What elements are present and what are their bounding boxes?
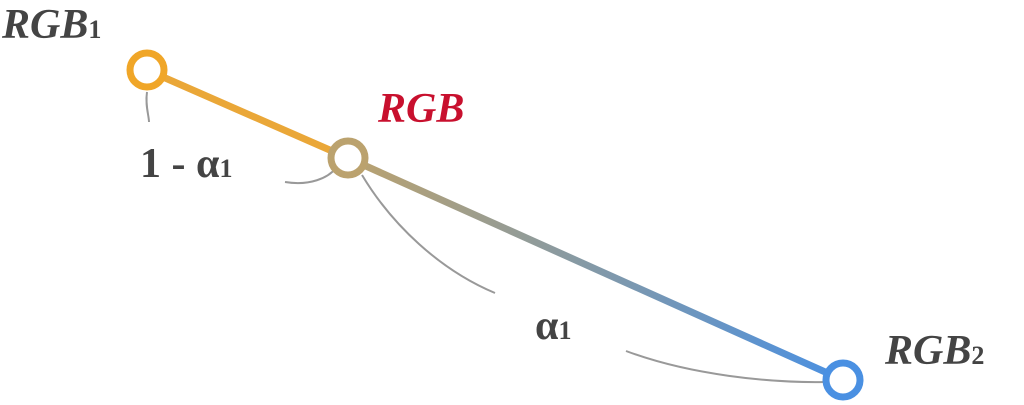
label-start-name: RGB [2, 2, 89, 48]
label-end-sub: 2 [971, 341, 985, 370]
label-mix-name: RGB [378, 86, 465, 132]
arc-mix-left [284, 167, 337, 184]
node-start [126, 49, 168, 91]
label-upper-arc-alpha: α [196, 141, 220, 187]
label-upper-arc-prefix: 1 - [140, 141, 196, 187]
label-end-name: RGB [885, 328, 972, 374]
label-start: RGB1 [2, 4, 101, 46]
label-upper-arc: 1 - α1 [140, 143, 232, 185]
arc-alpha-to-end [625, 350, 826, 384]
label-lower-arc-alpha: α [535, 303, 559, 349]
segment-start-to-mix [143, 66, 352, 162]
node-mix [327, 137, 369, 179]
label-upper-arc-sub: 1 [219, 154, 233, 183]
segment-mix-to-end [344, 154, 847, 384]
arc-start-to-mix [145, 91, 150, 123]
label-mix: RGB [378, 88, 464, 130]
label-lower-arc: α1 [535, 305, 571, 347]
label-end: RGB2 [885, 330, 984, 372]
label-start-sub: 1 [88, 15, 102, 44]
node-end [822, 359, 864, 401]
label-lower-arc-sub: 1 [558, 316, 572, 345]
arc-mix-to-alpha [361, 174, 496, 294]
